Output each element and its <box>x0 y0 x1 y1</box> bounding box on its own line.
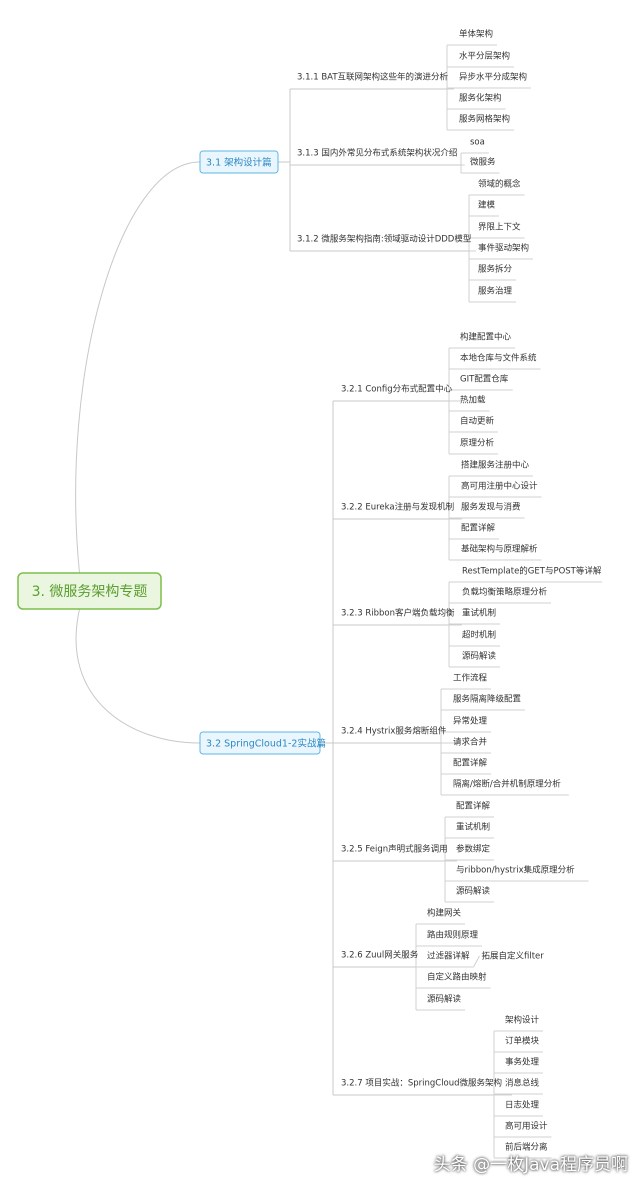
leaf-item: 架构设计 <box>505 1015 540 1026</box>
leaf-item: 原理分析 <box>460 438 495 449</box>
topic-label: 3.2.1 Config分布式配置中心 <box>341 384 453 395</box>
leaf-item: 请求合并 <box>453 737 488 748</box>
leaf-item: 工作流程 <box>453 673 488 684</box>
root-to-section-curve <box>75 608 201 744</box>
leaf-item: 路由规则原理 <box>427 930 479 941</box>
leaf-item: 源码解读 <box>456 886 491 897</box>
leaf-item: 配置详解 <box>461 523 496 534</box>
leaf-item: GIT配置仓库 <box>460 374 509 385</box>
leaf-item: 消息总线 <box>505 1078 540 1089</box>
leaf-item: 前后端分离 <box>505 1142 548 1153</box>
leaf-item: 服务网格架构 <box>459 114 510 125</box>
leaf-item: 异常处理 <box>453 716 488 727</box>
leaf-item: 搭建服务注册中心 <box>461 460 530 471</box>
leaf-item: RestTemplate的GET与POST等详解 <box>462 566 602 577</box>
leaf-item: 热加载 <box>460 395 486 406</box>
sub-leaf-item: 拓展自定义filter <box>482 951 545 962</box>
leaf-item: 日志处理 <box>505 1100 540 1111</box>
sub-connector <box>473 955 480 968</box>
leaf-item: 自定义路由映射 <box>427 972 487 983</box>
leaf-item: 源码解读 <box>427 994 462 1005</box>
leaf-item: 重试机制 <box>462 608 496 619</box>
leaf-item: 与ribbon/hystrix集成原理分析 <box>456 865 575 876</box>
leaf-item: 领域的概念 <box>478 179 521 190</box>
leaf-item: 源码解读 <box>462 651 497 662</box>
leaf-item: 负载均衡策略原理分析 <box>462 587 548 598</box>
section-node[interactable] <box>199 731 321 755</box>
leaf-item: 隔离/熔断/合并机制原理分析 <box>453 779 561 790</box>
leaf-item: 订单模块 <box>505 1036 540 1047</box>
leaf-item: 事务处理 <box>505 1057 540 1068</box>
topic-label: 3.2.4 Hystrix服务熔断组件 <box>341 726 447 737</box>
leaf-item: 超时机制 <box>462 630 496 641</box>
topic-label: 3.2.6 Zuul网关服务 <box>341 950 419 961</box>
connector-lines <box>75 44 603 1159</box>
section-node-label: 3.1 架构设计篇 <box>206 157 272 169</box>
leaf-item: 事件驱动架构 <box>478 243 529 254</box>
section-node-label: 3.2 SpringCloud1-2实战篇 <box>206 738 326 750</box>
leaf-item: 服务隔离降级配置 <box>453 694 522 705</box>
leaf-item: soa <box>470 138 485 148</box>
root-node[interactable] <box>17 572 162 610</box>
leaf-item: 配置详解 <box>453 758 488 769</box>
leaf-item: 配置详解 <box>456 801 491 812</box>
leaf-item: 高可用注册中心设计 <box>461 481 538 492</box>
leaf-item: 基础架构与原理解析 <box>461 544 538 555</box>
leaf-item: 构建网关 <box>427 908 462 919</box>
leaf-item: 服务化架构 <box>459 93 502 104</box>
watermark: 头条 @一枚Java程序员啊 <box>433 1155 628 1175</box>
leaf-item: 构建配置中心 <box>460 332 512 343</box>
topic-label: 3.2.7 项目实战：SpringCloud微服务架构 <box>341 1078 502 1089</box>
topic-label: 3.2.2 Eureka注册与发现机制 <box>341 502 454 513</box>
leaf-item: 建模 <box>478 200 496 211</box>
leaf-item: 服务拆分 <box>478 264 513 275</box>
leaf-item: 参数绑定 <box>456 844 491 855</box>
root-to-section-curve <box>75 161 201 574</box>
leaf-item: 重试机制 <box>456 822 490 833</box>
topic-label: 3.1.3 国内外常见分布式系统架构状况介绍 <box>297 148 457 159</box>
leaf-item: 服务治理 <box>478 286 513 297</box>
topic-label: 3.2.5 Feign声明式服务调用 <box>341 844 448 855</box>
leaf-item: 本地仓库与文件系统 <box>460 353 537 364</box>
leaf-item: 水平分层架构 <box>459 51 510 62</box>
root-node-label: 3. 微服务架构专题 <box>32 584 148 600</box>
leaf-item: 自动更新 <box>460 416 495 427</box>
leaf-item: 微服务 <box>470 157 496 168</box>
topic-label: 3.1.1 BAT互联网架构这些年的演进分析 <box>297 72 449 83</box>
leaf-item: 界限上下文 <box>478 222 521 233</box>
topic-label: 3.1.2 微服务架构指南:领域驱动设计DDD模型 <box>297 234 472 245</box>
leaf-item: 异步水平分成架构 <box>459 72 527 83</box>
section-node[interactable] <box>199 150 279 174</box>
mind-map-nodes: 3. 微服务架构专题 3.1 架构设计篇 3.1.1 BAT互联网架构这些年的演进分… <box>17 29 602 1153</box>
leaf-item: 服务发现与消费 <box>461 502 521 513</box>
leaf-item: 单体架构 <box>459 29 493 40</box>
leaf-item: 高可用设计 <box>505 1121 548 1132</box>
topic-label: 3.2.3 Ribbon客户端负载均衡 <box>341 608 455 619</box>
leaf-item: 过滤器详解 <box>427 951 470 962</box>
